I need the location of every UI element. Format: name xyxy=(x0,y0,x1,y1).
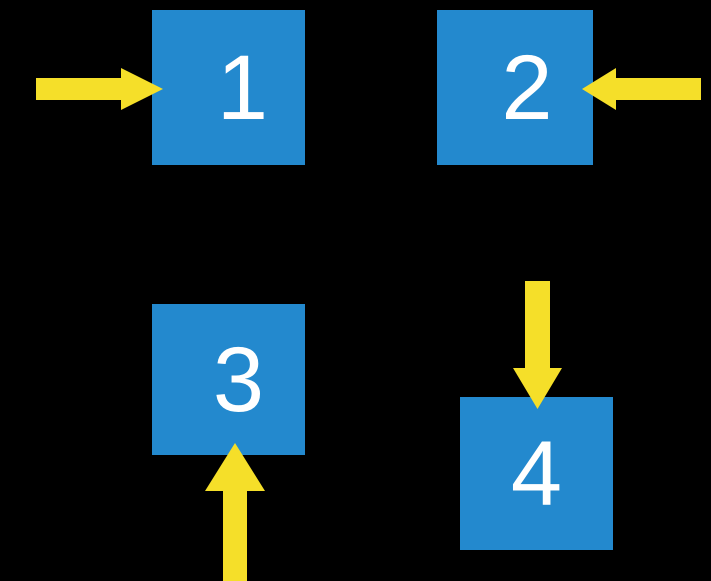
node-box-1[interactable] xyxy=(152,10,305,165)
arrow-left-into-node-2 xyxy=(582,68,701,110)
node-label-2: 2 xyxy=(501,36,553,139)
node-label-3: 3 xyxy=(212,328,265,431)
node-box-4[interactable] xyxy=(460,397,613,550)
node-box-3[interactable] xyxy=(152,304,305,455)
arrow-down-into-node-4 xyxy=(512,281,562,409)
node-box-2[interactable] xyxy=(437,10,593,165)
arrow-right-into-node-1 xyxy=(36,68,163,110)
node-label-1: 1 xyxy=(216,36,269,139)
node-label-4: 4 xyxy=(510,422,563,525)
arrow-up-into-node-3 xyxy=(205,443,265,581)
